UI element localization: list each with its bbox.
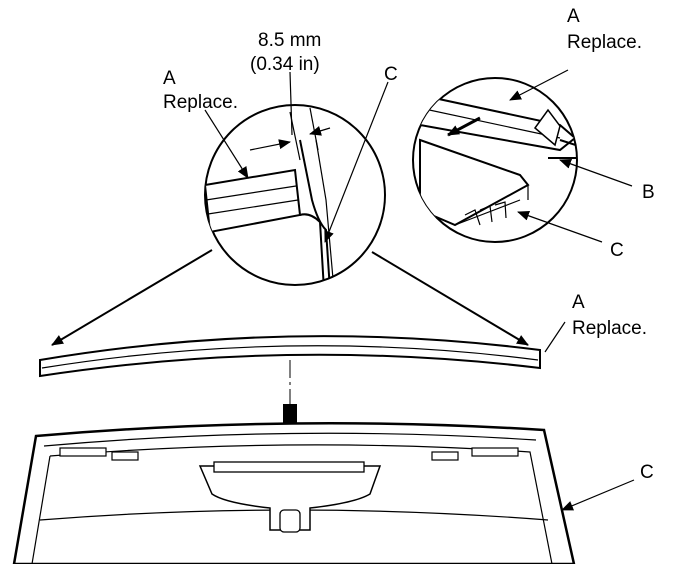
right-callout-arrow xyxy=(371,251,529,346)
left-replace-label: Replace. xyxy=(163,92,238,113)
right-c-label: C xyxy=(610,240,624,261)
right-a-label: A xyxy=(567,6,580,27)
left-c-label: C xyxy=(384,64,398,85)
leader-b-right xyxy=(559,159,633,187)
windshield xyxy=(12,422,576,564)
dimension-leader xyxy=(289,71,293,136)
dimension-arrow-left xyxy=(249,139,291,151)
left-a-label: A xyxy=(163,68,176,89)
leader-a-molding xyxy=(544,321,566,353)
dimension-mm-label: 8.5 mm xyxy=(258,30,321,51)
leader-c-right xyxy=(517,210,603,243)
molding-replace-label: Replace. xyxy=(572,318,647,339)
dimension-arrow-right xyxy=(309,126,331,136)
leader-a-right xyxy=(509,69,569,101)
left-callout-arrow xyxy=(51,249,213,346)
right-replace-label: Replace. xyxy=(567,32,642,53)
push-arrow xyxy=(447,116,481,137)
dimension-in-label: (0.34 in) xyxy=(250,54,320,75)
molding-a-label: A xyxy=(572,292,585,313)
leader-c-windshield xyxy=(561,479,635,511)
right-detail-circle xyxy=(412,77,578,243)
left-detail-circle xyxy=(204,104,386,286)
right-b-label: B xyxy=(642,182,655,203)
windshield-c-label: C xyxy=(640,462,654,483)
leader-c-left xyxy=(324,81,389,243)
leader-a-left xyxy=(204,109,249,179)
molding-strip xyxy=(39,335,541,378)
